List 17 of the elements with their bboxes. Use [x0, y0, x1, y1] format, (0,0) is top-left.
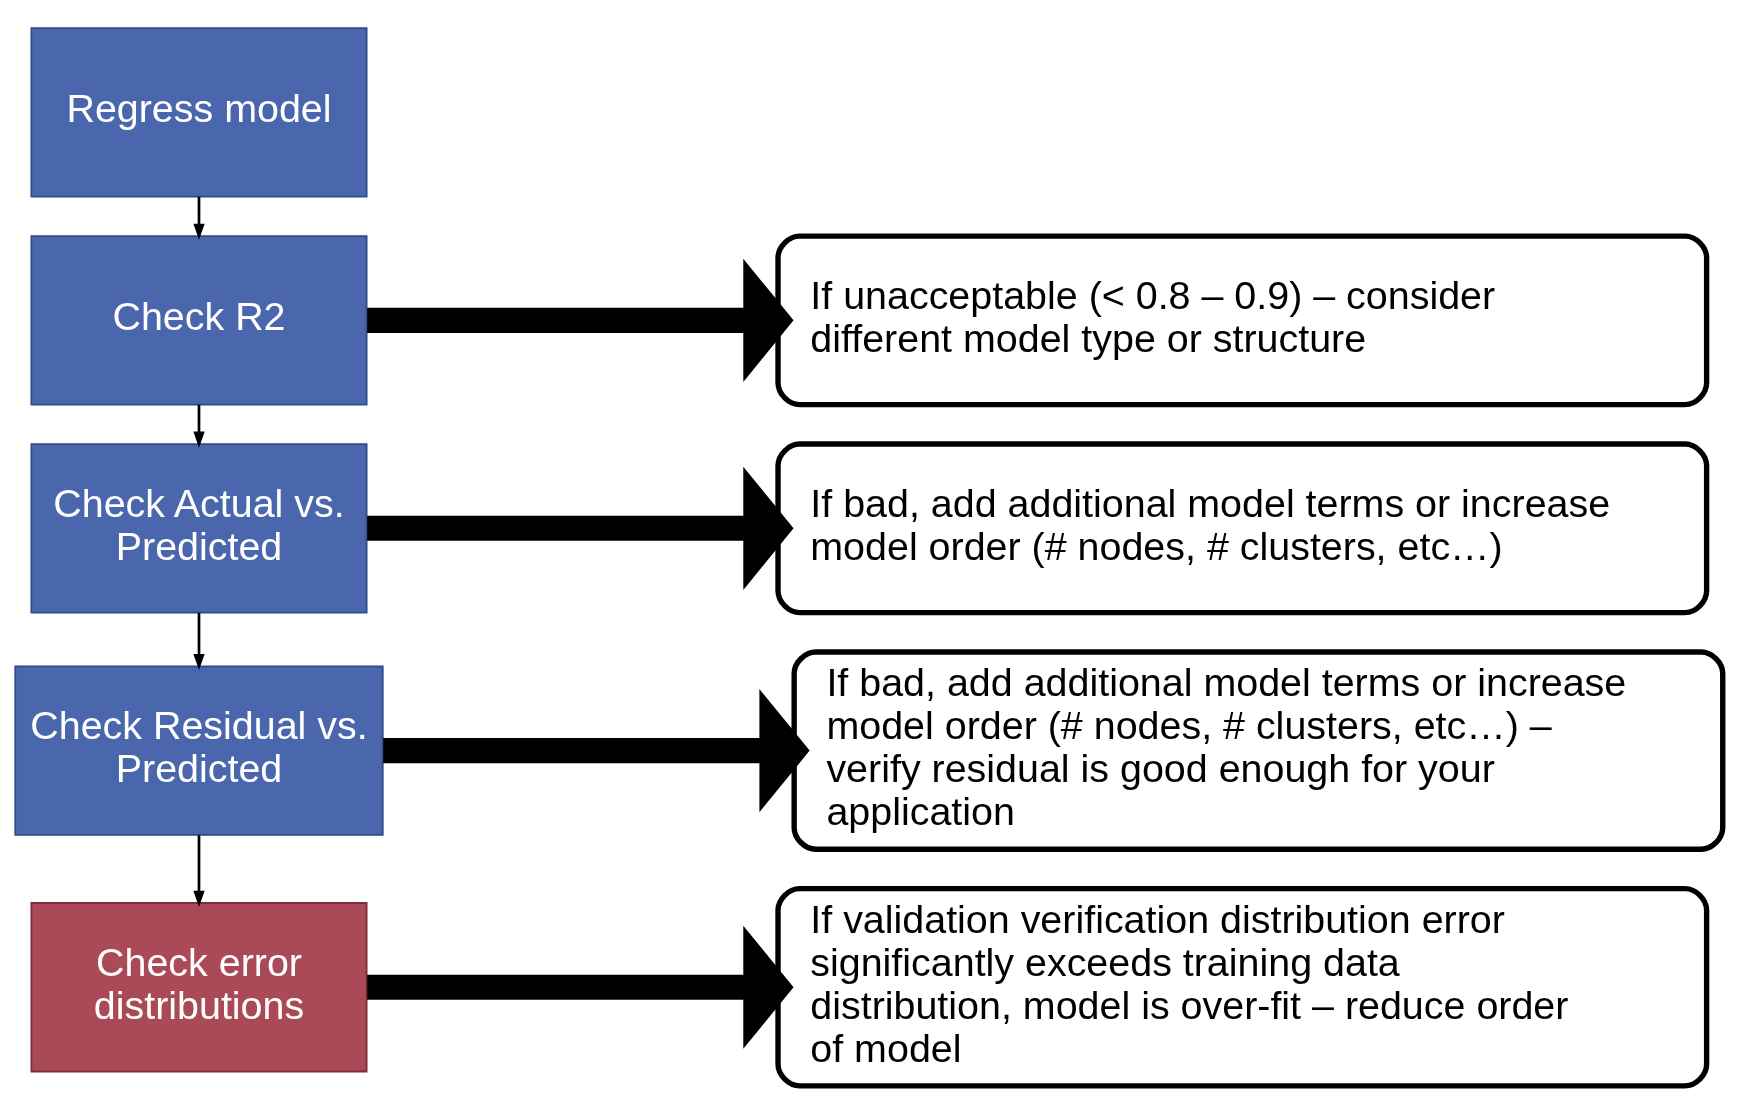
node-box: Regress model [30, 26, 368, 198]
arrow [193, 196, 205, 240]
node-box: If unacceptable (< 0.8 – 0.9) – consider different model type or structure [775, 232, 1710, 407]
node-box: If validation verification distribution error significantly exceeds training data distribution, model is over-fit – reduce order of model [775, 885, 1710, 1088]
node-box: Check R2 [30, 234, 368, 406]
arrow [193, 834, 205, 907]
node-box: Check Residual vs. Predicted [14, 664, 384, 836]
arrow [367, 258, 794, 382]
arrow [367, 466, 794, 590]
arrow [367, 925, 794, 1049]
arrow [383, 688, 810, 812]
node-box: If bad, add additional model terms or increase model order (# nodes, # clusters, etc…) [775, 440, 1710, 615]
node-box: Check Actual vs. Predicted [30, 442, 368, 613]
node-box: Check error distributions [30, 901, 368, 1072]
node-box: If bad, add additional model terms or increase model order (# nodes, # clusters, etc…) – verify residual is good enough for your application [791, 648, 1726, 852]
arrow [193, 404, 205, 448]
arrow [193, 612, 205, 670]
